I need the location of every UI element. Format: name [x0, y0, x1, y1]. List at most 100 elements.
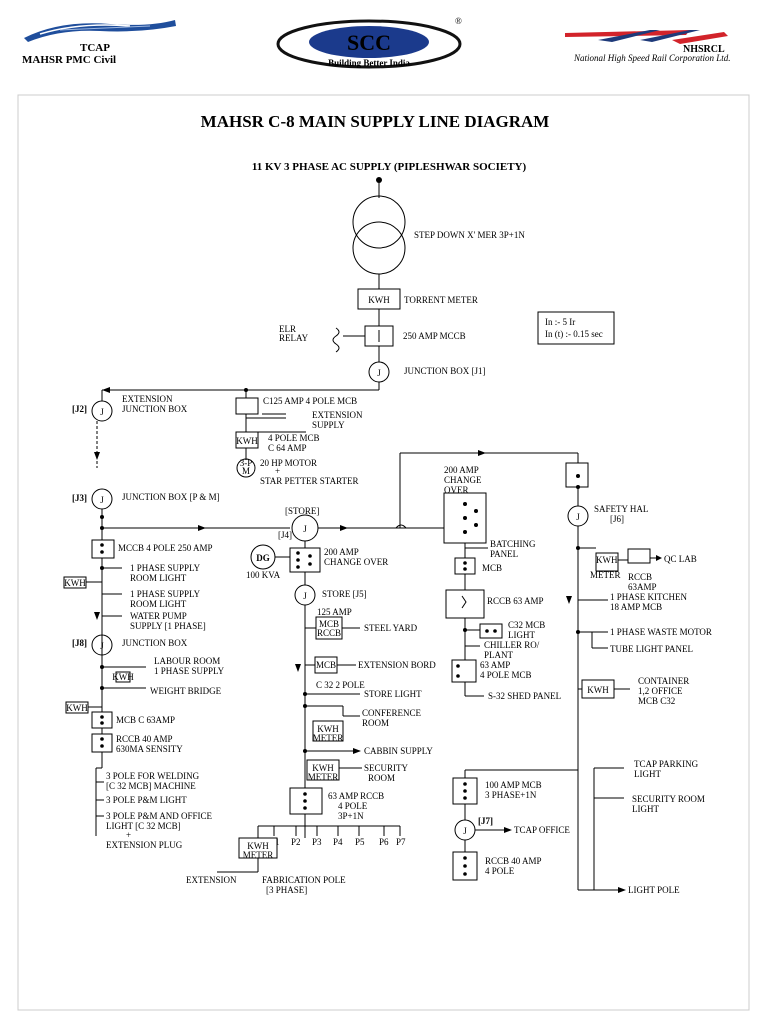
svg-text:3-P: 3-P: [240, 458, 253, 468]
room-light-1-label: 1 PHASE SUPPLY: [130, 563, 201, 573]
store-tag: [STORE]: [285, 506, 319, 516]
svg-text:J: J: [303, 591, 307, 601]
svg-text:4 POLE MCB: 4 POLE MCB: [480, 670, 532, 680]
rccb-40-box: [91, 733, 113, 753]
svg-text:KWH: KWH: [64, 578, 86, 588]
svg-text:J: J: [100, 641, 104, 651]
svg-text:PLANT: PLANT: [484, 650, 514, 660]
welding-label: 3 POLE FOR WELDING: [106, 771, 200, 781]
pole-p6: P6: [379, 837, 389, 847]
svg-text:RCCB: RCCB: [317, 628, 341, 638]
mccb-4pole-250-label: MCCB 4 POLE 250 AMP: [118, 543, 213, 553]
page-border: [17, 94, 750, 1011]
svg-text:KWH: KWH: [247, 841, 269, 851]
svg-text:MCB: MCB: [319, 619, 339, 629]
scc-logo-text: SCC: [347, 30, 391, 55]
svg-text:J: J: [463, 826, 467, 836]
extension-supply-label: EXTENSION: [312, 410, 363, 420]
motor-symbol: [236, 458, 256, 478]
svg-text:MCB C32: MCB C32: [638, 696, 675, 706]
junction-j8: [91, 634, 113, 656]
weight-bridge-label: WEIGHT BRIDGE: [150, 686, 222, 696]
svg-text:J: J: [100, 407, 104, 417]
relay-settings-box: [537, 311, 615, 345]
mcb-4pole-label: 4 POLE MCB: [268, 433, 320, 443]
svg-text:DG: DG: [256, 553, 270, 563]
svg-text:KWH: KWH: [317, 724, 339, 734]
scc-tagline: Building Better India: [328, 58, 410, 68]
transformer-label: STEP DOWN X' MER 3P+1N: [414, 230, 525, 240]
svg-text:[3 PHASE]: [3 PHASE]: [266, 885, 307, 895]
store-j5-label: STORE [J5]: [322, 589, 367, 599]
change-over-200-center: [289, 547, 321, 573]
ext-jb-label: EXTENSION: [122, 394, 173, 404]
svg-text:EXTENSION PLUG: EXTENSION PLUG: [106, 840, 183, 850]
svg-text:C 64 AMP: C 64 AMP: [268, 443, 307, 453]
safety-hal-label: SAFETY HAL: [594, 504, 648, 514]
kwh-small-box-2: [115, 671, 131, 683]
torrent-meter-kwh: KWH: [368, 295, 390, 305]
tcap-logo-subtext: MAHSR PMC Civil: [22, 54, 116, 66]
amp125-label: 125 AMP: [317, 607, 352, 617]
supply-label: 11 KV 3 PHASE AC SUPPLY (PIPLESHWAR SOCI…: [252, 161, 527, 173]
change-over-center-label: 200 AMP: [324, 547, 359, 557]
svg-text:KWH: KWH: [112, 672, 134, 682]
motor-label: 20 HP MOTOR: [260, 458, 317, 468]
svg-text:METER: METER: [243, 850, 274, 860]
svg-text:SUPPLY [1 PHASE]: SUPPLY [1 PHASE]: [130, 621, 206, 631]
svg-text:RCCB: RCCB: [628, 572, 652, 582]
junction-j1-label: JUNCTION BOX [J1]: [404, 366, 486, 376]
fabrication-pole-label: FABRICATION POLE: [262, 875, 346, 885]
scc-reg-mark: ®: [455, 16, 462, 26]
svg-text:M: M: [242, 466, 250, 476]
j7-tag: [J7]: [478, 816, 493, 826]
svg-text:LIGHT: LIGHT: [634, 769, 661, 779]
rccb-63-4pole-label: 63 AMP RCCB: [328, 791, 384, 801]
rccb-40-label: RCCB 40 AMP: [116, 734, 173, 744]
security-kwh-box: [306, 759, 340, 781]
svg-text:ROOM: ROOM: [368, 773, 395, 783]
svg-text:OVER: OVER: [444, 485, 469, 495]
relay-setting-2: In (t) :- 0.15 sec: [545, 329, 603, 339]
water-pump-label: WATER PUMP: [130, 611, 187, 621]
extension-label: EXTENSION: [186, 875, 237, 885]
svg-text:KWH: KWH: [596, 555, 618, 565]
mcb-63-4pole-label: 63 AMP: [480, 660, 510, 670]
store-light-label: STORE LIGHT: [364, 689, 422, 699]
room-light-2-label: 1 PHASE SUPPLY: [130, 589, 201, 599]
svg-text:PANEL: PANEL: [490, 549, 518, 559]
c32-light-label: C32 MCB: [508, 620, 545, 630]
svg-text:3 PHASE+1N: 3 PHASE+1N: [485, 790, 537, 800]
pole-p4: P4: [333, 837, 343, 847]
pole-p7: P7: [396, 837, 406, 847]
conference-label: CONFERENCE: [362, 708, 422, 718]
relay-setting-1: In :- 5 Ir: [545, 317, 575, 327]
conference-kwh-box: [312, 720, 344, 742]
svg-text:J: J: [576, 512, 580, 522]
svg-text:MCB: MCB: [482, 563, 502, 573]
svg-text:SUPPLY: SUPPLY: [312, 420, 345, 430]
svg-text:KWH: KWH: [66, 703, 88, 713]
nhsrcl-logo-text: NHSRCL: [683, 44, 725, 55]
svg-text:1 PHASE SUPPLY: 1 PHASE SUPPLY: [154, 666, 225, 676]
elr-relay-symbol: [332, 327, 340, 353]
pole-p3: P3: [312, 837, 322, 847]
tcap-office-label: TCAP OFFICE: [514, 825, 570, 835]
svg-text:CHANGE: CHANGE: [444, 475, 482, 485]
qc-rccb-box: [627, 548, 651, 564]
svg-text:ROOM LIGHT: ROOM LIGHT: [130, 599, 187, 609]
c125-label: C125 AMP 4 POLE MCB: [263, 396, 357, 406]
j2-tag: [J2]: [72, 404, 87, 414]
svg-text:KWH: KWH: [312, 763, 334, 773]
j8-jb-label: JUNCTION BOX: [122, 638, 188, 648]
pm-office-label: 3 POLE P&M AND OFFICE: [106, 811, 213, 821]
chiller-label: CHILLER RO/: [484, 640, 540, 650]
svg-text:+: +: [275, 466, 280, 476]
kitchen-label: 1 PHASE KITCHEN: [610, 592, 688, 602]
svg-text:MCB: MCB: [316, 660, 336, 670]
svg-text:KWH: KWH: [587, 685, 609, 695]
tcap-logo-text: TCAP: [80, 42, 110, 54]
cabbin-supply-label: CABBIN SUPPLY: [364, 746, 433, 756]
scc-logo: SCC Building Better India ®: [276, 16, 462, 69]
pole-p5: P5: [355, 837, 365, 847]
